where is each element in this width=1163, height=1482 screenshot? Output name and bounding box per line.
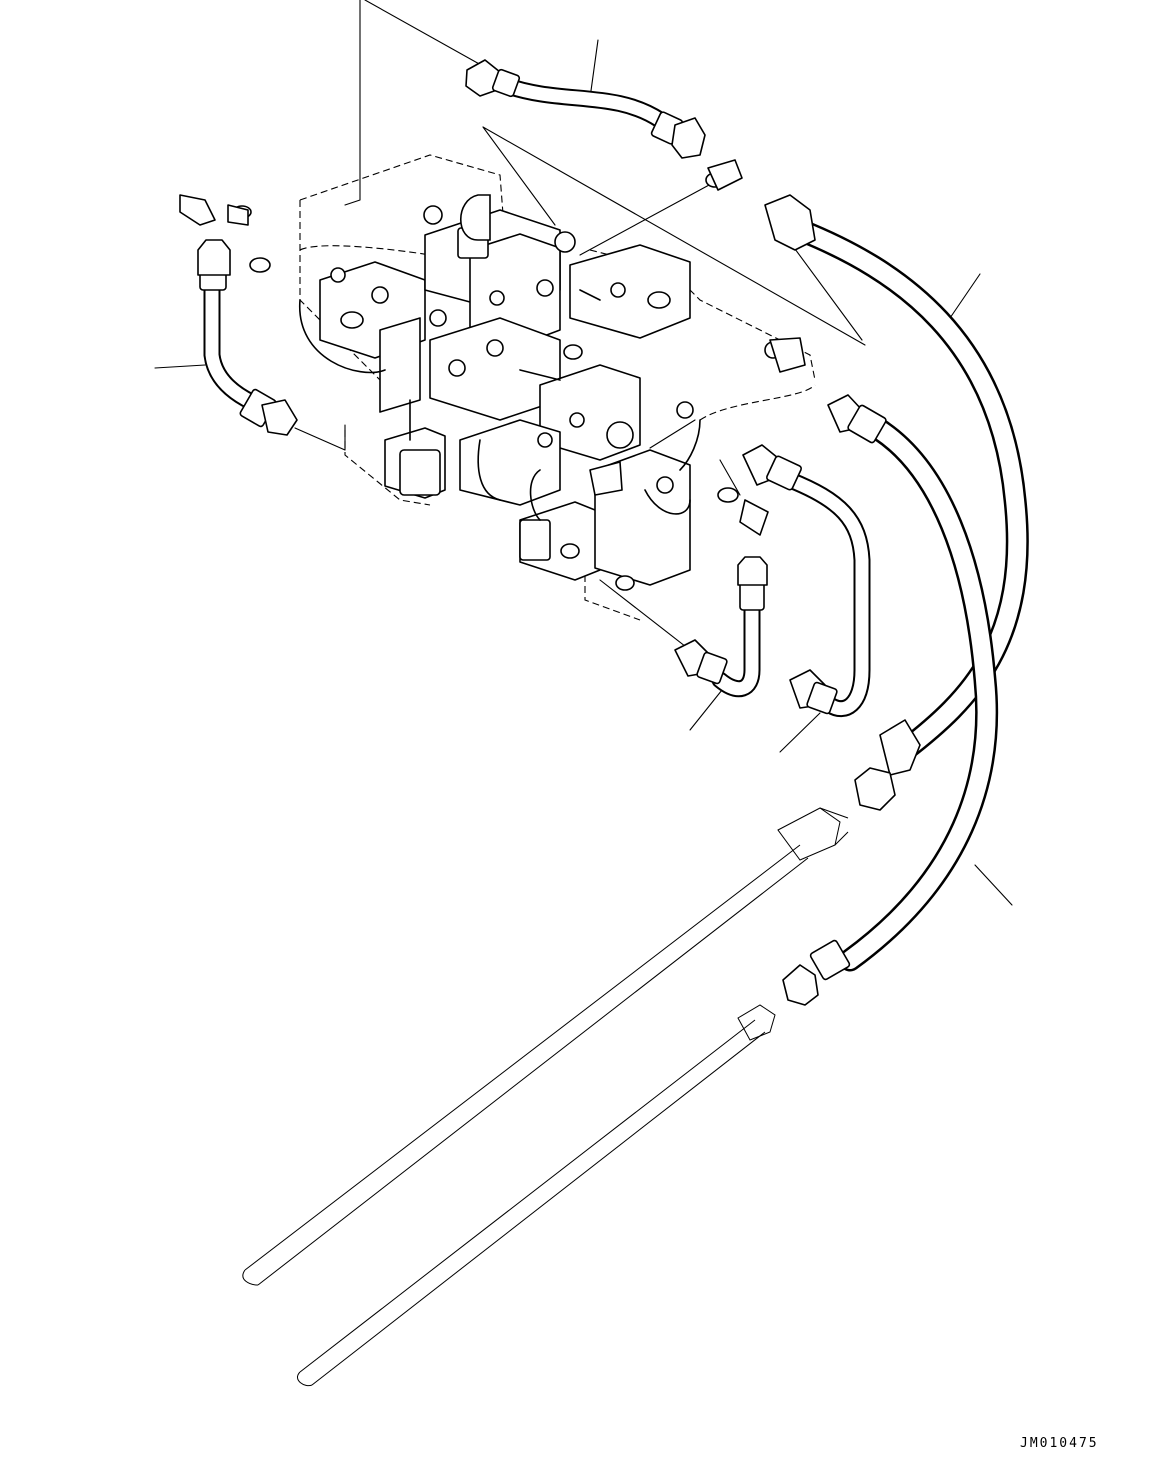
hose-center-l — [674, 556, 768, 698]
phantom-tubes — [242, 807, 849, 1387]
hose-center-u — [742, 444, 871, 718]
hose-long-right — [764, 194, 1029, 811]
adapter-fittings — [179, 159, 806, 536]
hose-top — [465, 59, 706, 159]
control-valve-manifold — [232, 154, 816, 621]
hose-mid-right — [782, 394, 999, 1006]
hose-left — [197, 239, 298, 436]
drawing-code: JM010475 — [1020, 1436, 1099, 1451]
